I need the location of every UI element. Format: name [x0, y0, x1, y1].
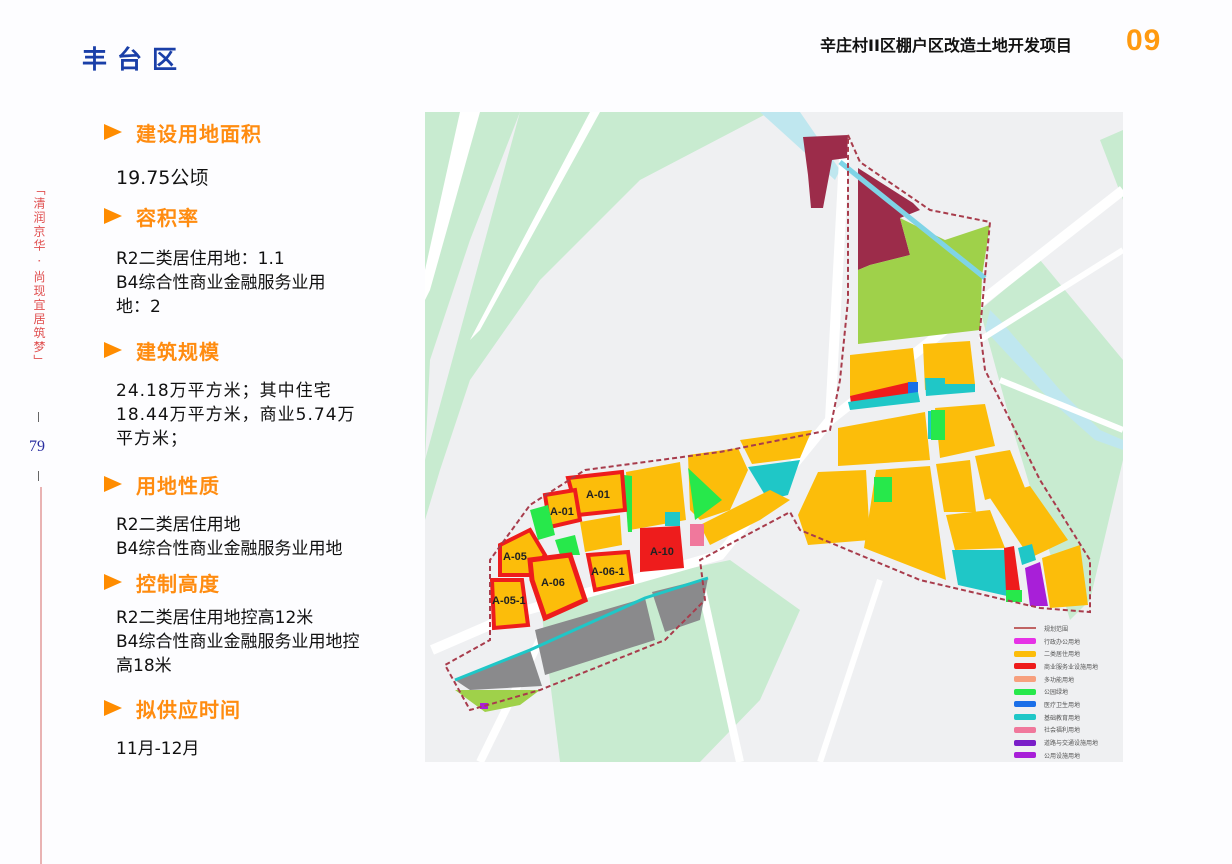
swatch-icon: [1014, 688, 1036, 695]
swatch-icon: [1014, 650, 1036, 657]
section-body-far: R2二类居住用地：1.1 B4综合性商业金融服务业用 地：2: [116, 249, 326, 317]
project-title: 辛庄村II区棚户区改造土地开发项目: [820, 36, 1072, 55]
legend-item: 规划范围: [1014, 622, 1122, 635]
section-title: 建设用地面积: [136, 121, 262, 146]
map-legend: 规划范围 行政办公用地 二类居住用地 商业服务业设施用地 多功能用地 公园绿地 …: [1014, 622, 1122, 762]
section-supply-heading: 拟供应时间: [104, 693, 241, 723]
section-body-height: R2二类居住用地控高12米 B4综合性商业金融服务业用地控 高18米: [116, 608, 360, 676]
side-rule: [40, 487, 42, 864]
legend-item: 商业服务业设施用地: [1014, 660, 1122, 673]
section-title: 容积率: [136, 205, 199, 230]
parcel-label: A-01: [550, 506, 574, 518]
section-land-area-heading: 建设用地面积: [104, 117, 262, 147]
section-scale-heading: 建筑规模: [104, 335, 220, 365]
parcel-label: A-06-1: [591, 566, 625, 578]
section-land-use-heading: 用地性质: [104, 469, 220, 499]
section-number: 09: [1126, 24, 1162, 57]
parcel-label: A-06: [541, 577, 565, 589]
swatch-icon: [1014, 676, 1036, 683]
swatch-icon: [1014, 739, 1036, 746]
bullet-triangle-icon: [104, 208, 122, 224]
parcel-label: A-10: [650, 546, 674, 558]
legend-item: 社会福利用地: [1014, 724, 1122, 737]
parcel-label: A-01: [586, 489, 610, 501]
swatch-icon: [1014, 726, 1036, 733]
bullet-triangle-icon: [104, 342, 122, 358]
legend-item: 公园绿地: [1014, 685, 1122, 698]
legend-item: 医疗卫生用地: [1014, 698, 1122, 711]
bullet-triangle-icon: [104, 476, 122, 492]
swatch-icon: [1014, 714, 1036, 721]
swatch-icon: [1014, 701, 1036, 708]
section-body-scale: 24.18万平方米；其中住宅 18.44万平方米，商业5.74万 平方米；: [116, 381, 356, 449]
side-divider: [38, 412, 39, 422]
legend-item: 二类居住用地: [1014, 647, 1122, 660]
legend-item: 公用设施用地: [1014, 749, 1122, 762]
legend-item: 基础教育用地: [1014, 711, 1122, 724]
section-body-land-area: 19.75公顷: [116, 167, 209, 189]
section-title: 用地性质: [136, 473, 220, 498]
section-title: 建筑规模: [136, 339, 220, 364]
section-body-supply: 11月-12月: [116, 739, 200, 759]
land-use-map: A-01 A-01 A-05 A-05-1 A-06 A-06-1 A-10 规…: [425, 112, 1123, 762]
map-svg: A-01 A-01 A-05 A-05-1 A-06 A-06-1 A-10: [425, 112, 1123, 762]
legend-item: 多功能用地: [1014, 673, 1122, 686]
legend-item: 道路与交通设施用地: [1014, 736, 1122, 749]
swatch-icon: [1014, 663, 1036, 670]
bullet-triangle-icon: [104, 124, 122, 140]
district-title: 丰台区: [82, 45, 188, 74]
parcel-label: A-05: [503, 551, 527, 563]
side-divider: [38, 471, 39, 481]
side-page-number: 79: [29, 438, 45, 455]
side-motto: 「清润京华 · 尚现宜居筑梦」: [32, 183, 46, 369]
boundary-line-icon: [1014, 627, 1036, 630]
swatch-icon: [1014, 752, 1036, 759]
parcel-label: A-05-1: [492, 595, 526, 607]
bullet-triangle-icon: [104, 700, 122, 716]
swatch-icon: [1014, 638, 1036, 645]
section-title: 控制高度: [136, 571, 220, 596]
section-body-land-use: R2二类居住用地 B4综合性商业金融服务业用地: [116, 515, 343, 559]
legend-item: 行政办公用地: [1014, 635, 1122, 648]
section-title: 拟供应时间: [136, 697, 241, 722]
bullet-triangle-icon: [104, 574, 122, 590]
section-far-heading: 容积率: [104, 201, 199, 231]
section-height-heading: 控制高度: [104, 567, 220, 597]
